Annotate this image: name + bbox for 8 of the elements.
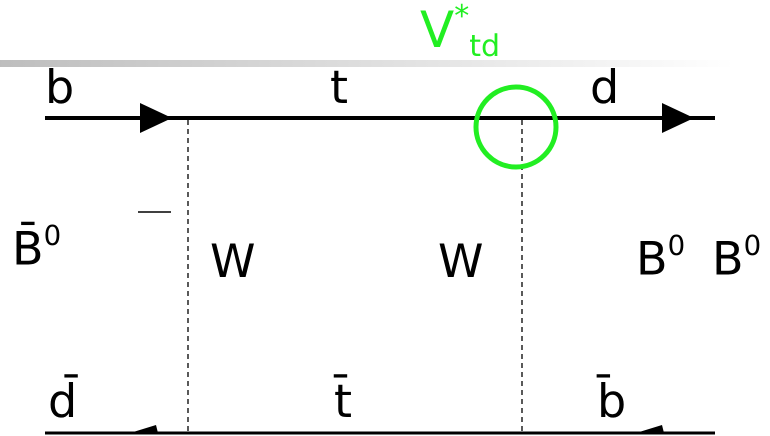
meson-label: B$^{0}$ xyxy=(636,232,686,282)
quark-label: b xyxy=(45,64,74,110)
quark-label: d xyxy=(590,64,620,110)
meson-label: B$^{0}$ xyxy=(712,232,762,282)
meson-label: B̄$^{0}$ xyxy=(12,222,62,272)
boson-label: W xyxy=(438,238,484,284)
quark-label: t xyxy=(330,64,348,110)
boson-label: W xyxy=(210,238,256,284)
